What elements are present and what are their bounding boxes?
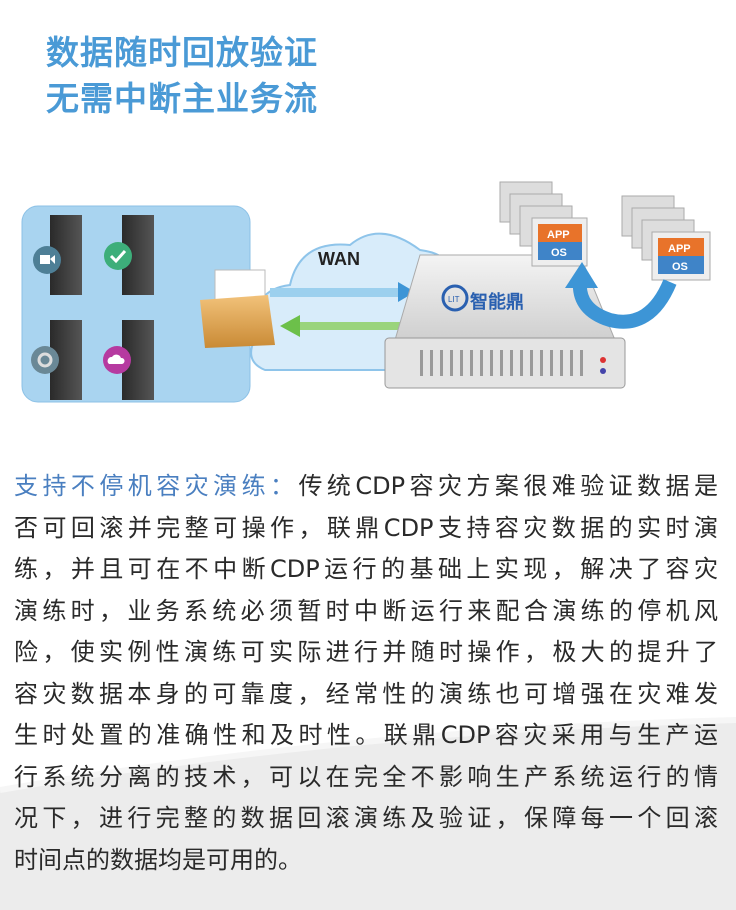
- text-line: 险，使实例性演练可实际进行并随时操作，极大的提升了: [14, 638, 718, 666]
- title-line-2: 无需中断主业务流: [46, 79, 318, 118]
- svg-text:APP: APP: [668, 243, 691, 255]
- text-line: 生时处置的准确性和及时性。联鼎CDP容灾采用与生产运: [14, 721, 718, 749]
- wan-label: WAN: [318, 249, 360, 269]
- cdp-diagram: WAN LIT 智能鼎 APP OS APP: [21, 181, 711, 403]
- restore-arrow: [300, 322, 420, 330]
- snapshot-stack-2: APP OS: [621, 195, 711, 281]
- replication-arrow: [270, 288, 400, 297]
- text-line: 行系统分离的技术，可以在完全不影响生产系统运行的情: [14, 762, 718, 791]
- svg-text:OS: OS: [551, 247, 567, 259]
- title-line-1: 数据随时回放验证: [46, 33, 318, 72]
- text-line: 时间点的数据均是可用的。: [14, 845, 302, 874]
- text-line: 容灾数据本身的可靠度，经常性的演练也可增强在灾难发: [14, 679, 718, 708]
- check-icon: [104, 242, 132, 270]
- snapshot-stack-1: APP OS: [499, 181, 588, 267]
- description-paragraph: 支持不停机容灾演练：传统CDP容灾方案很难验证数据是 否可回滚并完整可操作，联鼎…: [14, 466, 718, 881]
- text-line: 支持不停机容灾演练：传统CDP容灾方案很难验证数据是: [14, 472, 719, 500]
- text-line: 演练时，业务系统必须暂时中断运行来配合演练的停机风: [14, 596, 718, 625]
- text-line: 况下，进行完整的数据回滚演练及验证，保障每一个回滚: [14, 804, 718, 832]
- gear-icon: [31, 346, 59, 374]
- lead-heading: 支持不停机容灾演练：: [14, 472, 299, 500]
- brand-logo-mark: [441, 284, 469, 312]
- data-folder-icon: [200, 269, 275, 348]
- cdp-appliance: LIT 智能鼎: [384, 254, 626, 389]
- text-line: 否可回滚并完整可操作，联鼎CDP支持容灾数据的实时演: [14, 513, 718, 542]
- page-title: 数据随时回放验证 无需中断主业务流: [46, 30, 318, 122]
- brand-logo-text: 智能鼎: [470, 291, 524, 313]
- rollback-arrow: [572, 279, 677, 329]
- svg-text:APP: APP: [547, 229, 570, 241]
- production-servers-panel: [21, 205, 251, 403]
- svg-text:LIT: LIT: [448, 295, 460, 304]
- text-line: 练，并且可在不中断CDP运行的基础上实现，解决了容灾: [14, 555, 718, 583]
- svg-text:OS: OS: [672, 261, 688, 273]
